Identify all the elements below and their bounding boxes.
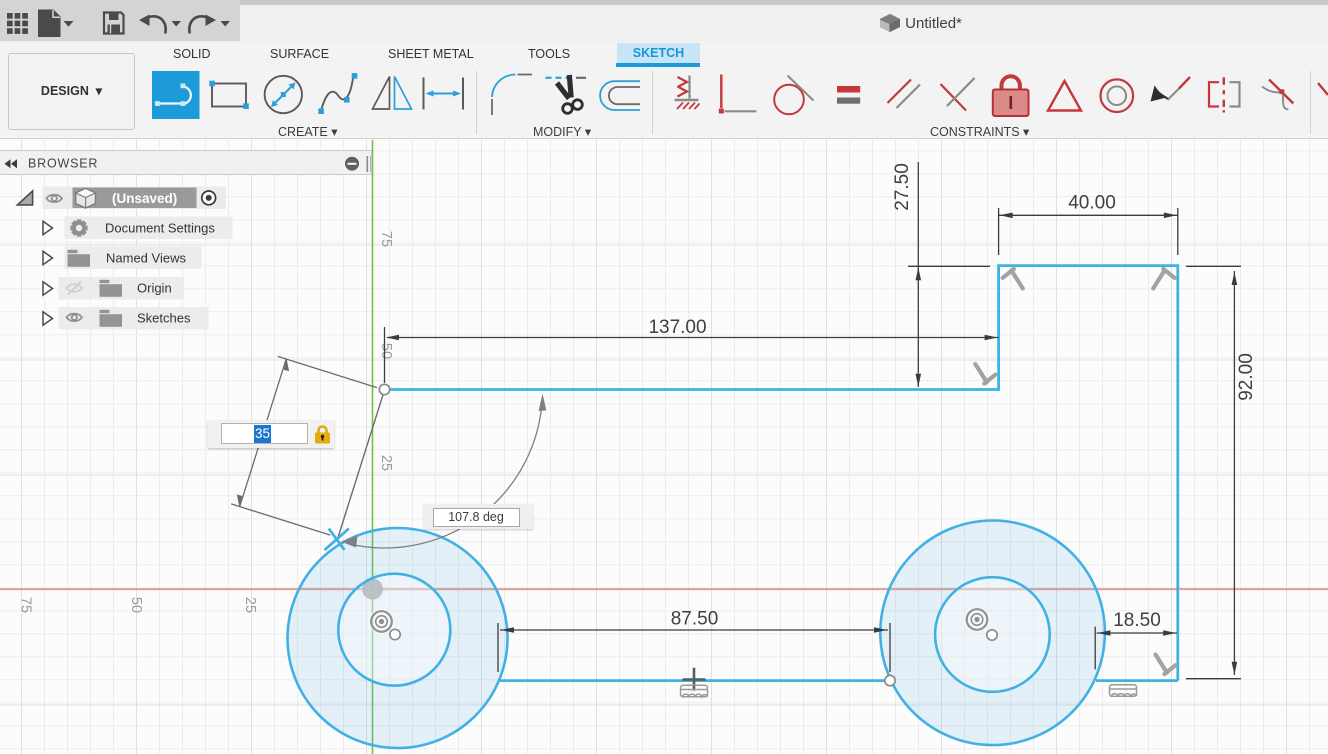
svg-text:75: 75 [18, 597, 34, 613]
svg-text:137.00: 137.00 [648, 317, 706, 338]
svg-text:50: 50 [128, 597, 144, 613]
svg-text:25: 25 [242, 597, 258, 613]
svg-text:75: 75 [378, 231, 394, 247]
svg-text:87.50: 87.50 [671, 609, 719, 630]
svg-text:50: 50 [378, 343, 394, 359]
svg-text:18.50: 18.50 [1113, 610, 1161, 631]
svg-text:BROWSER: BROWSER [28, 157, 98, 171]
svg-text:Named Views: Named Views [106, 251, 186, 266]
svg-text:40.00: 40.00 [1068, 193, 1116, 214]
svg-text:(Unsaved): (Unsaved) [112, 191, 177, 206]
svg-text:Origin: Origin [137, 281, 172, 296]
svg-text:Sketches: Sketches [137, 311, 191, 326]
svg-text:25: 25 [378, 455, 394, 471]
svg-text:92.00: 92.00 [1236, 353, 1257, 401]
svg-text:Document Settings: Document Settings [105, 221, 215, 236]
svg-text:27.50: 27.50 [892, 163, 913, 211]
